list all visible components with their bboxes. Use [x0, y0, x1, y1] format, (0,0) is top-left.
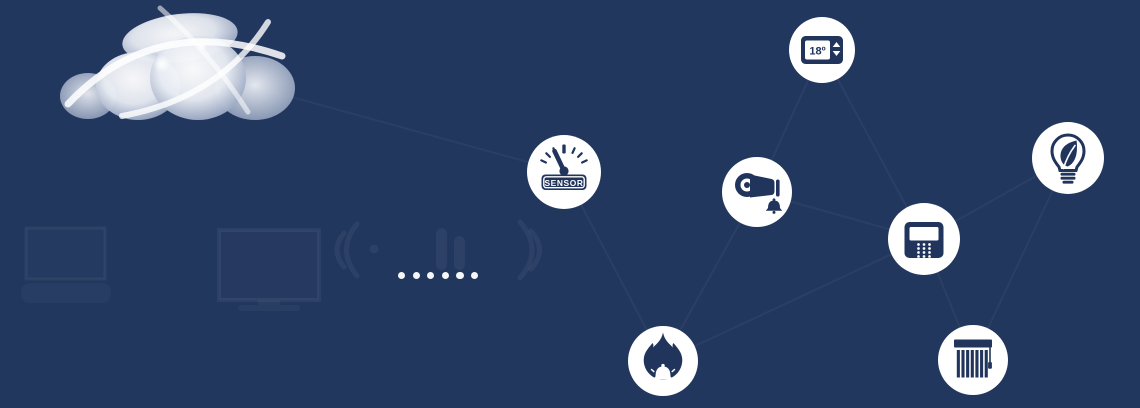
- thermostat-temp: 18º: [809, 46, 825, 58]
- eco-lightbulb-icon: [1032, 122, 1104, 194]
- monitor-outline-center: [217, 228, 321, 302]
- megaphone-horn: [750, 174, 775, 198]
- cloud-glow-dot: [153, 55, 171, 73]
- cloud-glow-dot: [197, 41, 207, 51]
- bell-icon: [650, 363, 676, 383]
- arrow-up-icon: [832, 42, 841, 47]
- blinds-cord-handle: [988, 362, 992, 369]
- arrow-down-icon: [832, 51, 841, 56]
- blinds-rail: [954, 339, 992, 348]
- small-bell-icon: [765, 198, 783, 214]
- megaphone-alert-icon: [722, 157, 792, 227]
- blinds-slats: [956, 350, 988, 378]
- cloud-swoosh: [64, 5, 286, 119]
- thermostat-icon: 18º: [789, 17, 855, 83]
- megaphone-rim: [776, 179, 780, 197]
- keypad-buttons: [917, 243, 931, 258]
- keypad-screen: [909, 227, 939, 241]
- dot: [456, 272, 464, 280]
- bulb-base: [1060, 172, 1076, 184]
- window-blinds-icon: [938, 325, 1008, 395]
- leaf-stem: [1062, 144, 1076, 170]
- sensor-label-badge: [541, 174, 587, 190]
- sensor-gauge-icon: SENSOR: [527, 135, 601, 209]
- signal-waves: [334, 219, 542, 281]
- leaf-icon: [1060, 140, 1077, 167]
- flame: [643, 332, 683, 380]
- dot: [427, 272, 435, 280]
- security-keypad-icon: [888, 203, 960, 275]
- fire-alarm-icon: [628, 326, 698, 396]
- gauge-hub: [559, 166, 569, 176]
- dot: [470, 272, 479, 280]
- dot: [441, 272, 450, 280]
- gauge-top-tick: [562, 144, 566, 154]
- cloud-illustration: [60, 0, 315, 120]
- dot: [398, 272, 406, 280]
- monitor-outline-left: [24, 226, 107, 281]
- separator-dots: [398, 272, 479, 280]
- sensor-label: SENSOR: [545, 178, 584, 188]
- dot: [412, 272, 420, 280]
